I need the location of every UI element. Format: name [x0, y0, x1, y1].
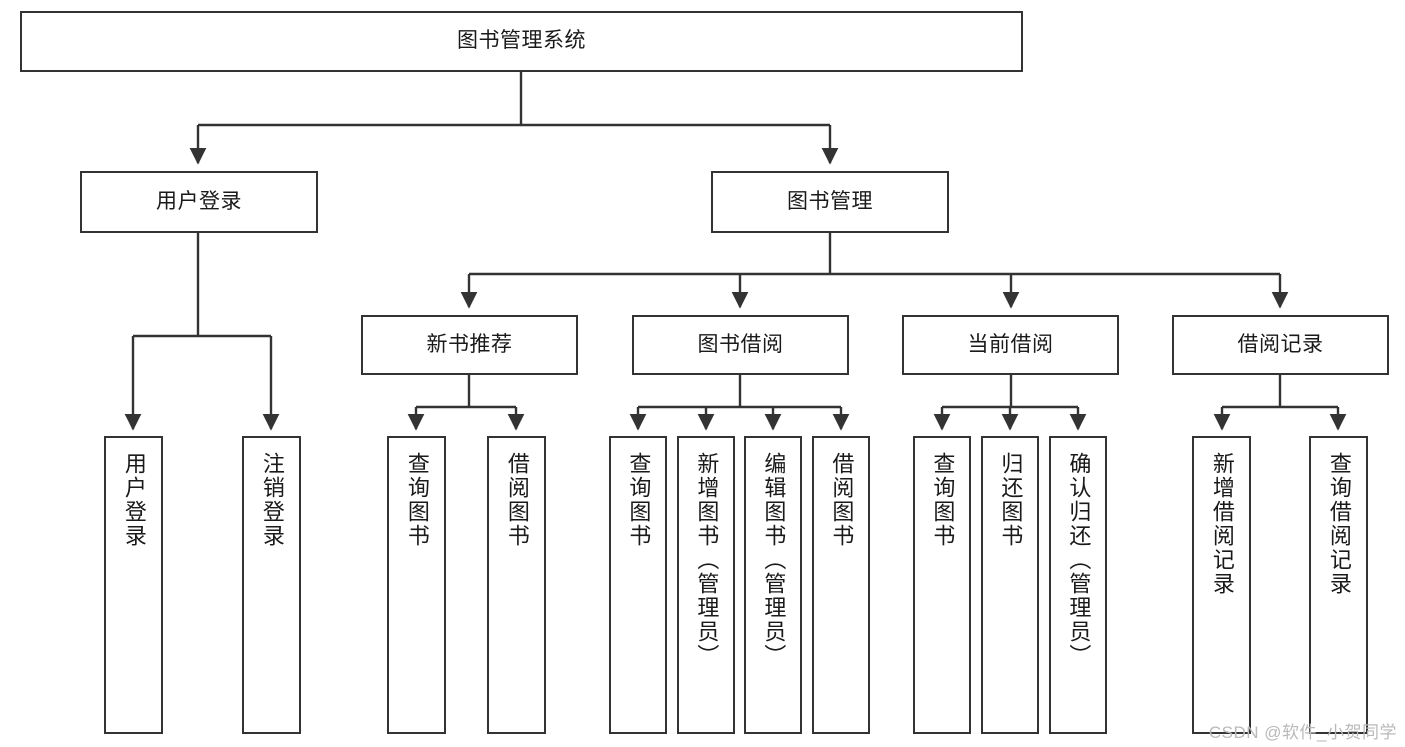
- node-new-book-rec[interactable]: 新书推荐: [361, 315, 578, 375]
- node-leaf-query-book-2-label: 查询图书: [626, 452, 652, 548]
- node-leaf-borrow-book-2-label: 借阅图书: [829, 452, 855, 548]
- node-book-borrow-label: 图书借阅: [697, 332, 784, 356]
- node-leaf-confirm-return[interactable]: 确认归还（管理员）: [1049, 436, 1107, 734]
- node-leaf-query-book-1[interactable]: 查询图书: [387, 436, 446, 734]
- node-leaf-return-book[interactable]: 归还图书: [981, 436, 1039, 734]
- node-book-borrow[interactable]: 图书借阅: [632, 315, 849, 375]
- node-leaf-edit-book-label: 编辑图书（管理员）: [761, 452, 787, 668]
- node-user-login[interactable]: 用户登录: [80, 171, 318, 233]
- node-leaf-add-record[interactable]: 新增借阅记录: [1192, 436, 1251, 734]
- node-leaf-add-book-label: 新增图书（管理员）: [694, 452, 720, 668]
- node-leaf-logout[interactable]: 注销登录: [242, 436, 301, 734]
- node-leaf-query-book-2[interactable]: 查询图书: [609, 436, 667, 734]
- node-leaf-add-book[interactable]: 新增图书（管理员）: [677, 436, 735, 734]
- node-borrow-record[interactable]: 借阅记录: [1172, 315, 1389, 375]
- node-leaf-query-book-1-label: 查询图书: [404, 452, 430, 548]
- node-book-manage-label: 图书管理: [787, 189, 873, 213]
- node-new-book-rec-label: 新书推荐: [426, 332, 513, 356]
- node-book-manage[interactable]: 图书管理: [711, 171, 949, 233]
- node-leaf-borrow-book-1[interactable]: 借阅图书: [487, 436, 546, 734]
- node-leaf-borrow-book-1-label: 借阅图书: [504, 452, 530, 548]
- node-root-label: 图书管理系统: [457, 29, 586, 53]
- node-leaf-query-book-3-label: 查询图书: [930, 452, 956, 548]
- node-leaf-user-login-label: 用户登录: [121, 452, 147, 548]
- node-leaf-return-book-label: 归还图书: [998, 452, 1024, 548]
- node-leaf-add-record-label: 新增借阅记录: [1209, 452, 1235, 596]
- node-leaf-logout-label: 注销登录: [259, 452, 285, 548]
- node-borrow-record-label: 借阅记录: [1237, 332, 1324, 356]
- node-leaf-confirm-return-label: 确认归还（管理员）: [1066, 452, 1092, 668]
- node-current-borrow-label: 当前借阅: [967, 332, 1054, 356]
- node-current-borrow[interactable]: 当前借阅: [902, 315, 1119, 375]
- node-leaf-edit-book[interactable]: 编辑图书（管理员）: [744, 436, 802, 734]
- csdn-watermark: CSDN @软件_小贺同学: [1208, 723, 1397, 742]
- node-root[interactable]: 图书管理系统: [20, 11, 1023, 72]
- node-leaf-query-book-3[interactable]: 查询图书: [913, 436, 971, 734]
- node-user-login-label: 用户登录: [156, 189, 242, 213]
- node-leaf-user-login[interactable]: 用户登录: [104, 436, 163, 734]
- node-leaf-borrow-book-2[interactable]: 借阅图书: [812, 436, 870, 734]
- node-leaf-query-record-label: 查询借阅记录: [1326, 452, 1352, 596]
- node-leaf-query-record[interactable]: 查询借阅记录: [1309, 436, 1368, 734]
